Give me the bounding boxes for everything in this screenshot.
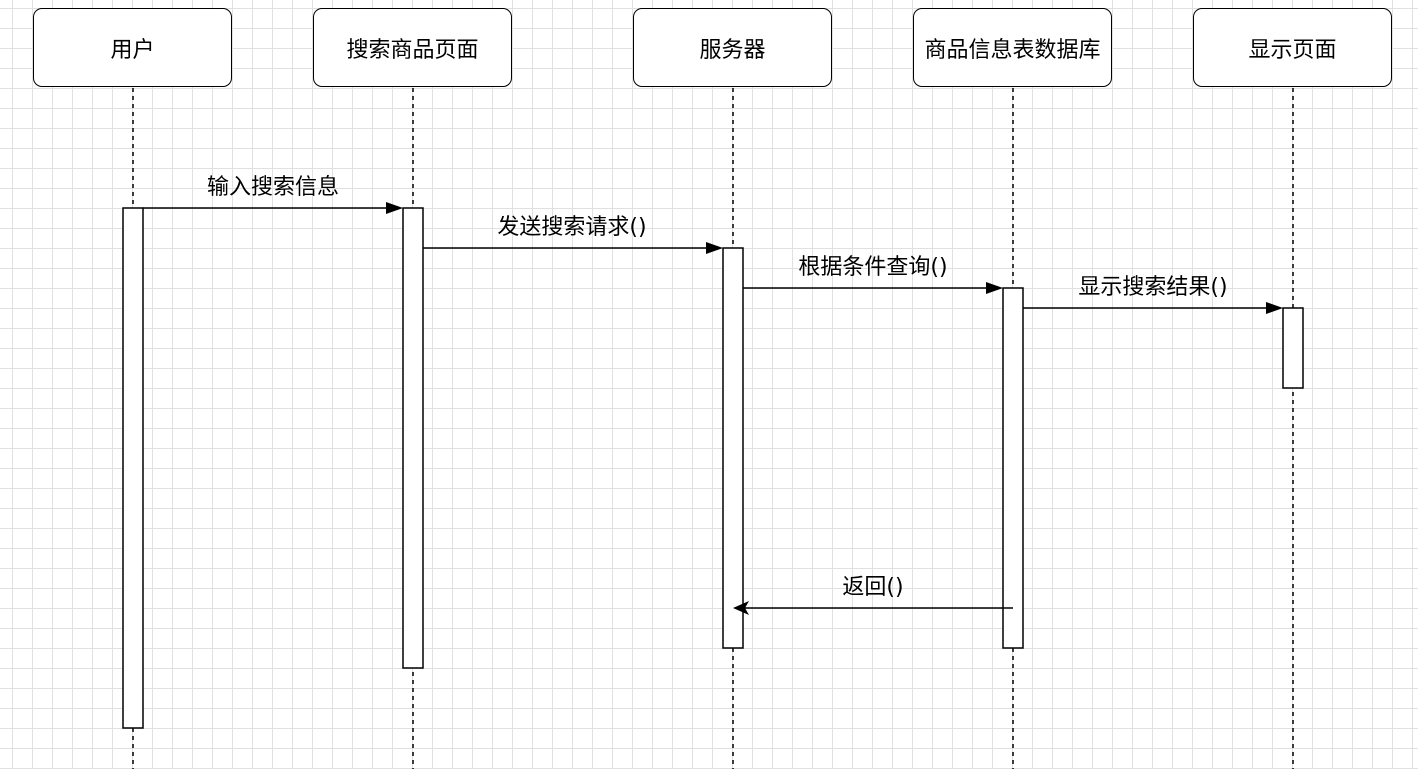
participant-db: 商品信息表数据库: [913, 8, 1112, 87]
participant-display-page: 显示页面: [1193, 8, 1392, 87]
message-label-return: 返回(): [842, 575, 904, 600]
participant-label: 搜索商品页面: [346, 37, 479, 63]
arrowhead-return-icon: [733, 601, 749, 615]
participant-label: 显示页面: [1248, 37, 1337, 63]
activation-search-page: [402, 207, 424, 669]
participant-label: 服务器: [699, 37, 766, 63]
arrowhead-filled-icon: [386, 202, 403, 214]
activation-display-page: [1282, 307, 1304, 389]
participant-search-page: 搜索商品页面: [313, 8, 512, 87]
message-label-display-results: 显示搜索结果(): [1078, 275, 1228, 300]
activation-user: [122, 207, 144, 729]
participant-label: 商品信息表数据库: [924, 37, 1101, 63]
activation-server: [722, 247, 744, 649]
message-label-query: 根据条件查询(): [798, 255, 948, 280]
arrowhead-filled-icon: [986, 282, 1003, 294]
participant-user: 用户: [33, 8, 232, 87]
message-label-input-search: 输入搜索信息: [206, 175, 340, 200]
arrowhead-filled-icon: [706, 242, 723, 254]
participant-server: 服务器: [633, 8, 832, 87]
participant-label: 用户: [110, 37, 155, 63]
activation-db: [1002, 287, 1024, 649]
arrowhead-filled-icon: [1266, 302, 1283, 314]
message-label-send-request: 发送搜索请求(): [497, 215, 647, 240]
